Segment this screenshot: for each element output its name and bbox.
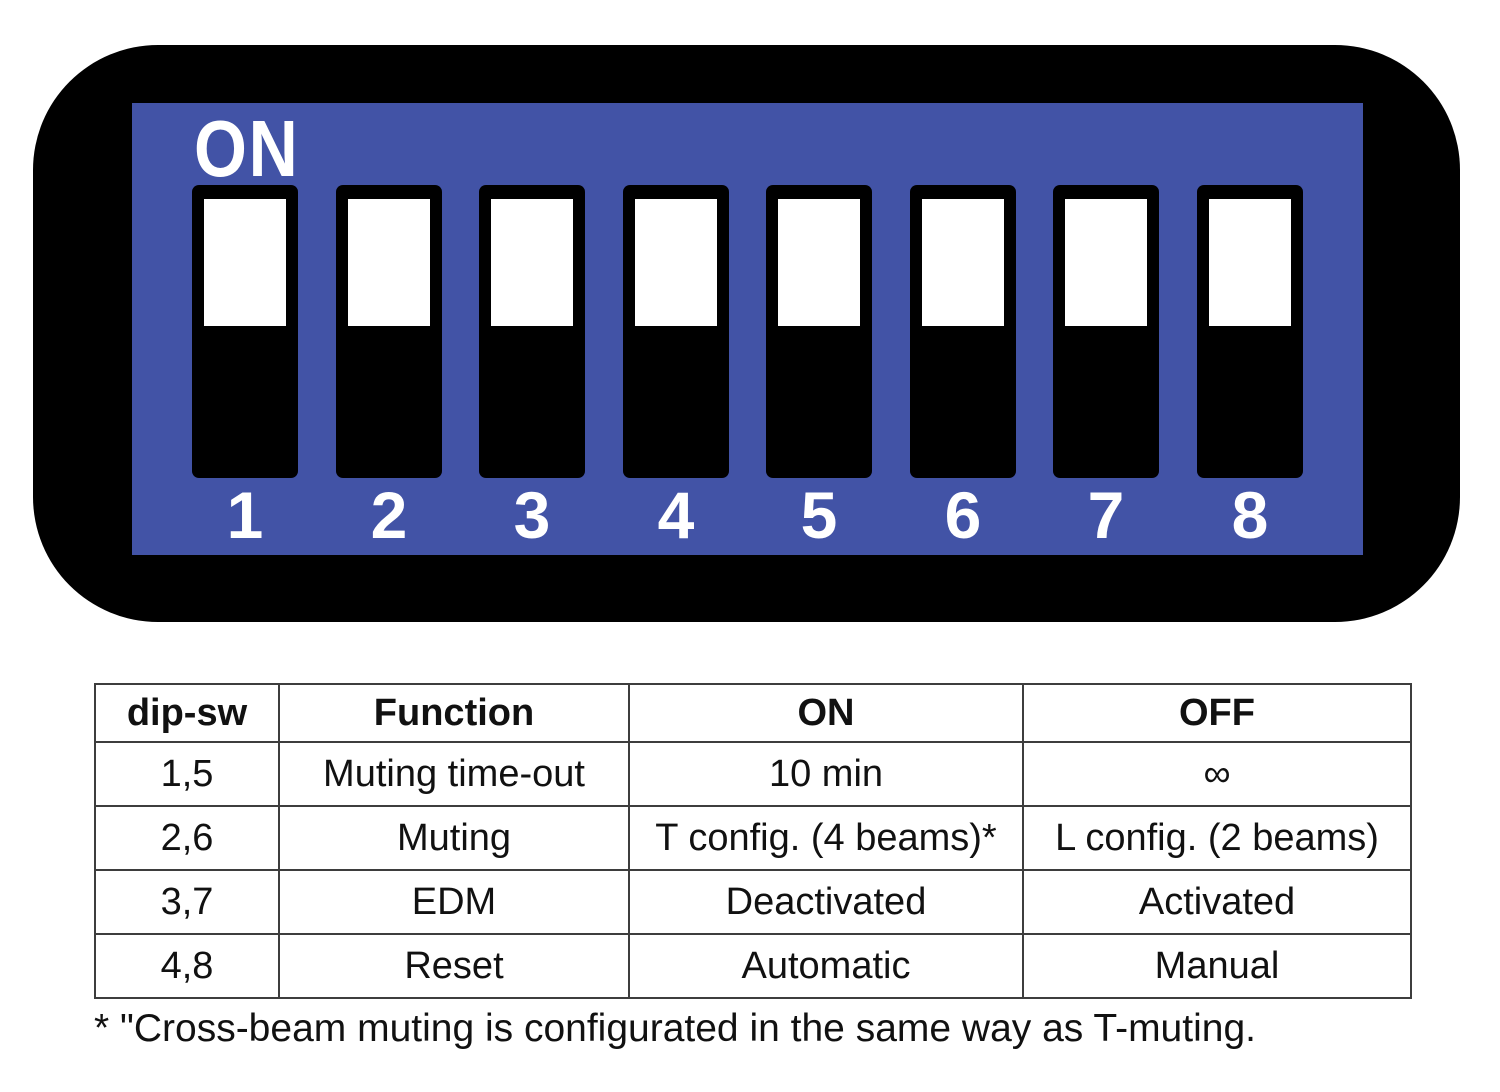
switch-toggle <box>635 199 717 326</box>
dip-switch-1: 1 <box>192 185 298 550</box>
dip-switch-6: 6 <box>910 185 1016 550</box>
table-row: 3,7 EDM Deactivated Activated <box>94 869 1412 935</box>
switch-number: 3 <box>513 478 551 552</box>
col-header-function: Function <box>278 683 630 743</box>
cell-dip-sw: 2,6 <box>94 805 280 871</box>
cell-dip-sw: 3,7 <box>94 869 280 935</box>
dip-switch-7: 7 <box>1053 185 1159 550</box>
col-header-off: OFF <box>1022 683 1412 743</box>
col-header-on: ON <box>628 683 1024 743</box>
col-header-dip-sw: dip-sw <box>94 683 280 743</box>
cell-off: ∞ <box>1022 741 1412 807</box>
dip-switch-8: 8 <box>1197 185 1303 550</box>
cell-on: 10 min <box>628 741 1024 807</box>
cell-function: Muting time-out <box>278 741 630 807</box>
switch-number: 2 <box>370 478 408 552</box>
switch-toggle <box>491 199 573 326</box>
table-row: 1,5 Muting time-out 10 min ∞ <box>94 741 1412 807</box>
dip-switch-device: ON 1 2 3 4 <box>33 45 1460 622</box>
cell-dip-sw: 4,8 <box>94 933 280 999</box>
cell-function: Reset <box>278 933 630 999</box>
cell-on: T config. (4 beams)* <box>628 805 1024 871</box>
switch-number: 4 <box>657 478 695 552</box>
cell-off: Activated <box>1022 869 1412 935</box>
cell-function: Muting <box>278 805 630 871</box>
dip-switch-spec-table: dip-sw Function ON OFF 1,5 Muting time-o… <box>94 683 1412 999</box>
cell-off: L config. (2 beams) <box>1022 805 1412 871</box>
switch-toggle <box>922 199 1004 326</box>
footnote: * "Cross-beam muting is configurated in … <box>94 1007 1256 1050</box>
switch-number: 6 <box>944 478 982 552</box>
cell-on: Deactivated <box>628 869 1024 935</box>
switch-panel: ON 1 2 3 4 <box>132 103 1363 555</box>
dip-switch-4: 4 <box>623 185 729 550</box>
switch-number: 8 <box>1231 478 1269 552</box>
table-row: 4,8 Reset Automatic Manual <box>94 933 1412 999</box>
cell-off: Manual <box>1022 933 1412 999</box>
cell-function: EDM <box>278 869 630 935</box>
dip-switch-3: 3 <box>479 185 585 550</box>
table-row: 2,6 Muting T config. (4 beams)* L config… <box>94 805 1412 871</box>
dip-switch-2: 2 <box>336 185 442 550</box>
switch-number: 7 <box>1087 478 1125 552</box>
switch-toggle <box>1209 199 1291 326</box>
switch-toggle <box>348 199 430 326</box>
dip-switch-5: 5 <box>766 185 872 550</box>
switch-toggle <box>204 199 286 326</box>
table-header-row: dip-sw Function ON OFF <box>94 683 1412 743</box>
cell-on: Automatic <box>628 933 1024 999</box>
switch-number: 5 <box>800 478 838 552</box>
switch-number: 1 <box>226 478 264 552</box>
switch-toggle <box>778 199 860 326</box>
switch-toggle <box>1065 199 1147 326</box>
panel-on-label: ON <box>194 104 300 193</box>
cell-dip-sw: 1,5 <box>94 741 280 807</box>
